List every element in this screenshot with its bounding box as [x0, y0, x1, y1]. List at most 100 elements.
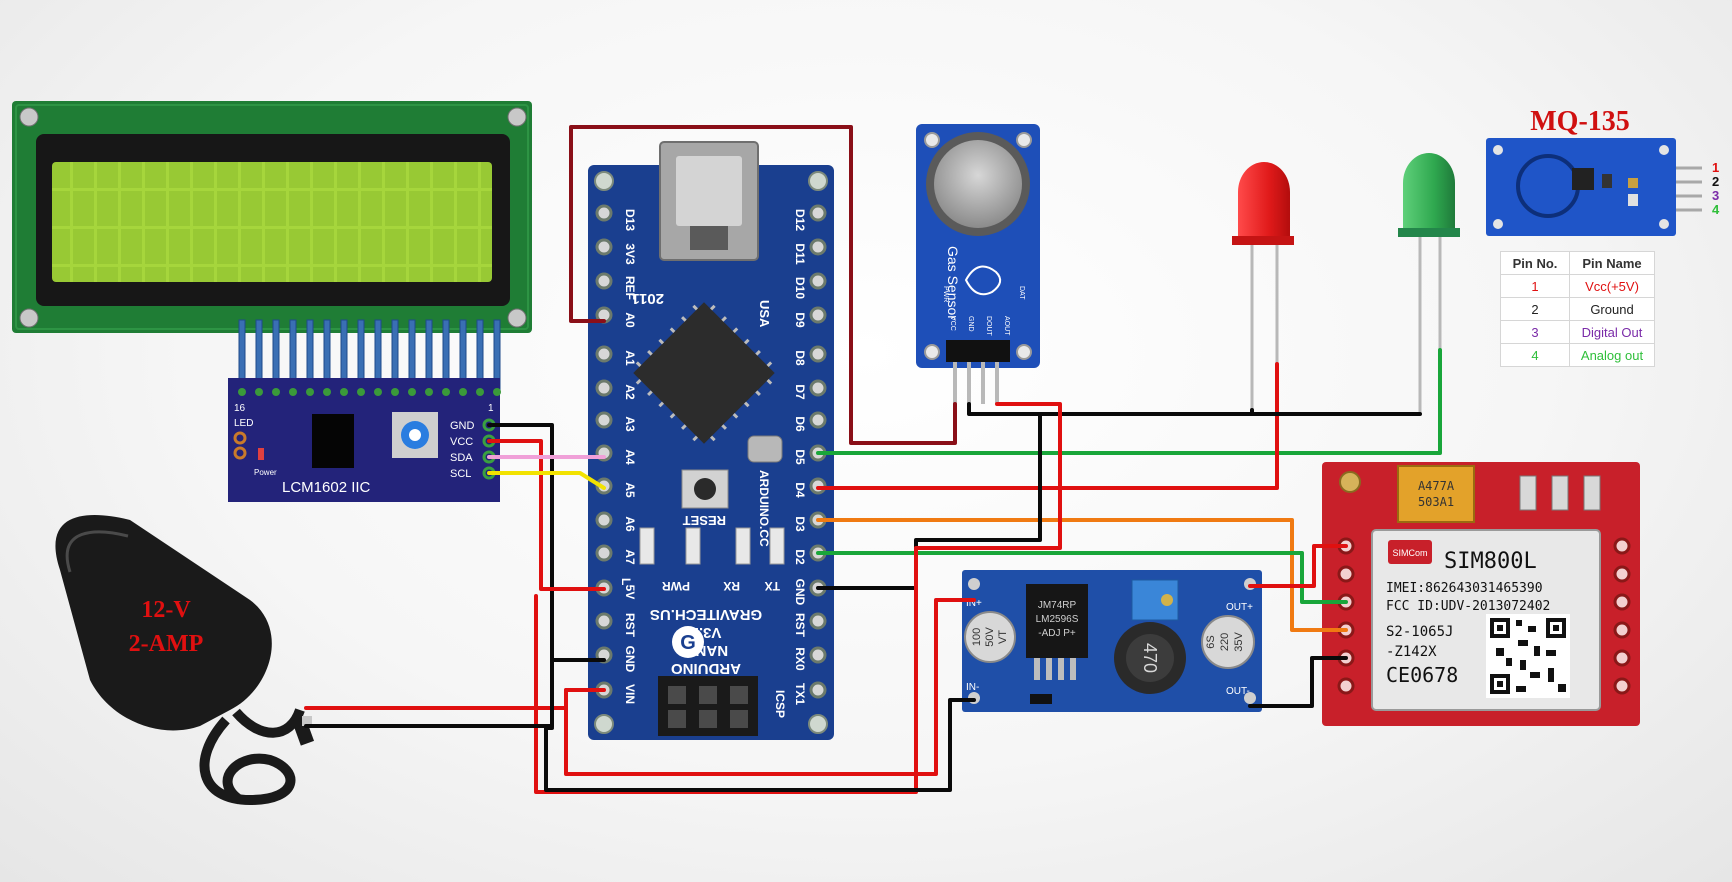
- lcd-display: [12, 101, 532, 393]
- sim-ce-mark: CE0678: [1386, 663, 1458, 687]
- buck-in-minus: IN-: [966, 682, 979, 693]
- pin-table-no: 3: [1500, 320, 1570, 344]
- buck-out-plus: OUT+: [1226, 602, 1253, 613]
- wire-d2-sim: [816, 551, 1348, 604]
- cap-left-line2: 50V: [984, 627, 996, 647]
- pin-table-name: Vcc(+5V): [1569, 274, 1655, 298]
- reset-label: RESET: [683, 513, 726, 528]
- cap-left-line3: VT: [997, 630, 1009, 644]
- pin-label-d10: D10: [793, 277, 807, 299]
- pin-label-ref: REF: [623, 276, 637, 300]
- pin-label-a2: A2: [623, 384, 637, 400]
- mq135-title: MQ-135: [1530, 106, 1630, 137]
- pin-table-no: 2: [1500, 297, 1570, 321]
- chip-line2: LM2596S: [1036, 614, 1079, 625]
- gas-pin-vcc-label: VCC: [949, 316, 956, 331]
- microcontroller-chip: [633, 302, 775, 444]
- pin-label-rst-left: RST: [623, 613, 637, 638]
- pin-label-d4: D4: [793, 482, 807, 498]
- pin-label-vin: VIN: [623, 684, 637, 704]
- wire-buck-in-plus: [564, 598, 976, 776]
- gravitech-logo-icon: [672, 626, 704, 658]
- led-tx-label: TX: [765, 579, 780, 593]
- waveshare-logo-icon: [964, 265, 1002, 296]
- red-led: [1232, 162, 1294, 410]
- sim-fcc: FCC ID:UDV-2013072402: [1386, 599, 1550, 614]
- led-rx-label: RX: [723, 579, 740, 593]
- pin-label-a5: A5: [623, 482, 637, 498]
- lcd-pin-1-label: 1: [488, 403, 494, 414]
- pin-label-d6: D6: [793, 416, 807, 432]
- pin-label-d9: D9: [793, 312, 807, 328]
- wire-gas-gnd: [967, 402, 1422, 416]
- mq-pin-1: 1: [1712, 160, 1719, 175]
- led-pwr-label: PWR: [662, 579, 690, 593]
- pin-label-a7: A7: [623, 549, 637, 565]
- pin-label-gnd-right: GND: [793, 579, 807, 606]
- arduino-nano: D13 3V3 REF A0 A1 A2 A3 A4 A5 A6 A7 5V R…: [588, 141, 834, 740]
- mq135-legend: MQ-135 1 2 3 4: [1486, 106, 1720, 236]
- pin-label-a1: A1: [623, 350, 637, 366]
- wire-d4-red-led: [816, 362, 1279, 490]
- i2c-module-name: LCM1602 IIC: [282, 479, 371, 496]
- pin-label-a0: A0: [623, 312, 637, 328]
- pin-label-a6: A6: [623, 516, 637, 532]
- cap-left-line1: 100: [971, 628, 983, 646]
- led-l-label: L: [619, 578, 633, 585]
- pin-table-no: 4: [1500, 343, 1570, 367]
- gas-sensor-label: Gas Sensor: [945, 246, 961, 320]
- site-label: ARDUINO.CC: [757, 470, 771, 547]
- cap-right-line2: 220: [1219, 633, 1231, 651]
- gas-pwr-label: PWR: [942, 286, 949, 302]
- i2c-module: 16 1 LED Power LCM1602 IIC GND VCC SDA S…: [228, 378, 501, 502]
- pin-label-rst-right: RST: [793, 613, 807, 638]
- i2c-pin-sda-label: SDA: [450, 452, 473, 464]
- i2c-pin-scl-label: SCL: [450, 468, 471, 480]
- tant-cap-line2: 503A1: [1418, 495, 1454, 509]
- inductor-label: 470: [1140, 643, 1160, 673]
- pin-table-row: 3 Digital Out: [1500, 320, 1655, 344]
- pin-label-d8: D8: [793, 350, 807, 366]
- buck-in-plus: IN+: [966, 598, 982, 609]
- wire-i2c-vcc: [487, 439, 606, 591]
- sim800l-module: A477A 503A1 SIMCom SIM800L IMEI:86264303…: [1322, 462, 1640, 726]
- adapter-line2: 2-AMP: [129, 631, 204, 657]
- chip-line1: JM74RP: [1038, 600, 1077, 611]
- pin-table-row: 2 Ground: [1500, 297, 1655, 321]
- wire-ground-drop: [816, 412, 1042, 590]
- i2c-pin-gnd-label: GND: [450, 420, 475, 432]
- power-label: Power: [254, 468, 277, 477]
- mq-pin-3: 3: [1712, 188, 1719, 203]
- gas-dat-label: DAT: [1018, 286, 1025, 300]
- pin-label-d2: D2: [793, 549, 807, 565]
- wire-a0-aout: [569, 125, 957, 445]
- pin-label-tx1: TX1: [793, 683, 807, 705]
- cap-right-line1: 6S: [1205, 635, 1217, 648]
- chip-line3: -ADJ P+: [1038, 628, 1076, 639]
- lcd-screen: [52, 162, 492, 282]
- pin-table-row: 4 Analog out: [1500, 343, 1655, 367]
- green-led: [1398, 153, 1460, 414]
- simcom-brand: SIMCom: [1392, 548, 1427, 558]
- pin-label-d11: D11: [793, 243, 807, 265]
- sim-line4: -Z142X: [1386, 644, 1437, 660]
- pin-label-rx0: RX0: [793, 647, 807, 671]
- pin-table-name: Analog out: [1569, 343, 1655, 367]
- year-label: 2011: [631, 290, 664, 307]
- sim-line3: S2-1065J: [1386, 624, 1453, 640]
- gas-sensor-module: Gas Sensor DAT PWR VCC GND DOUT AOUT: [916, 124, 1040, 404]
- pin-label-d3: D3: [793, 516, 807, 532]
- pin-table-no: 1: [1500, 274, 1570, 298]
- usa-label: USA: [757, 300, 772, 328]
- mq-pin-2: 2: [1712, 174, 1719, 189]
- wire-d3-sim: [816, 518, 1348, 632]
- buck-out-minus: OUT-: [1226, 686, 1250, 697]
- wire-gas-vcc: [534, 402, 1062, 794]
- cap-right-line3: 35V: [1233, 632, 1245, 652]
- wiring: [304, 125, 1442, 794]
- wire-i2c-scl: [487, 471, 606, 490]
- pin-label-d7: D7: [793, 384, 807, 400]
- pin-label-d12: D12: [793, 209, 807, 231]
- pin-table-header-name: Pin Name: [1569, 251, 1655, 275]
